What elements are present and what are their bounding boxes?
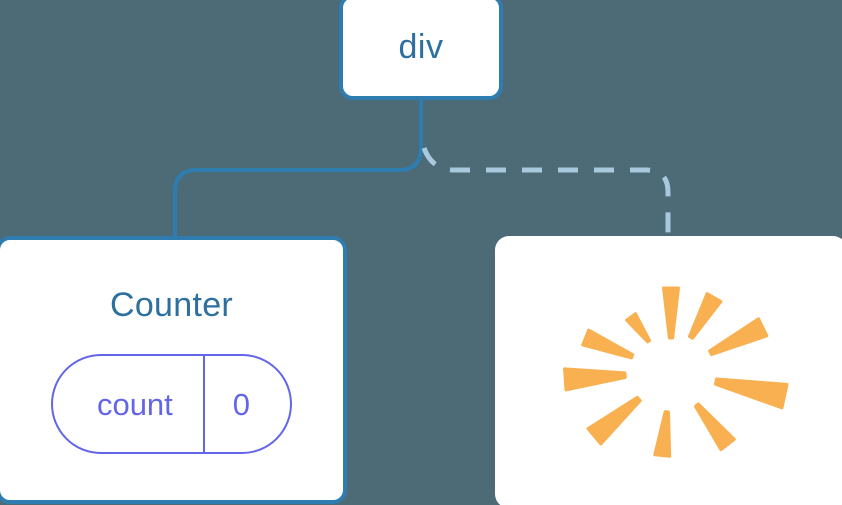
burst-ray-8 [713,377,789,410]
burst-ray-10 [687,292,723,340]
node-burst[interactable] [495,236,842,505]
burst-ray-4 [563,367,627,392]
burst-ray-6 [653,410,672,458]
burst-icon [563,286,789,458]
connector-root-to-counter [173,98,423,240]
prop-value-label: 0 [232,386,251,422]
burst-ray-5 [586,395,642,446]
prop-key-label: count [96,386,173,422]
burst-ray-9 [708,317,769,357]
node-counter-label: Counter [109,286,234,324]
node-div-label: div [398,28,444,66]
burst-ray-1 [662,286,680,340]
burst-ray-3 [581,328,635,360]
prop-divider [202,356,205,452]
connector-root-to-burst [421,147,671,238]
burst-ray-2 [625,312,652,344]
prop-badge-count[interactable]: count 0 [50,354,293,454]
node-div[interactable]: div [339,0,503,100]
burst-ray-7 [693,402,736,452]
node-counter[interactable]: Counter count 0 [0,236,347,504]
